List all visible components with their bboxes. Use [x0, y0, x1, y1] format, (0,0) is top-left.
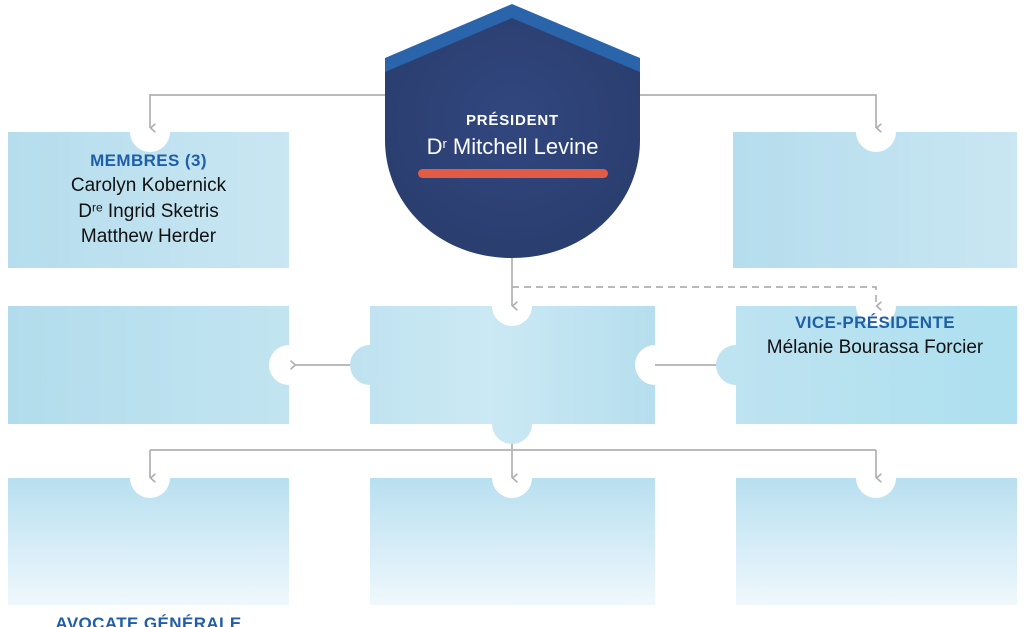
node-avocate-generale[interactable]: AVOCATE GÉNÉRALE Isabel Jaen Raasch	[8, 578, 289, 627]
node-president[interactable]: PRÉSIDENT Dr Mitchell Levine	[385, 4, 640, 260]
membres-name-3: Matthew Herder	[80, 226, 217, 248]
node-vice-presidente[interactable]: VICE-PRÉSIDENTE Mélanie Bourassa Forcier	[733, 268, 1017, 404]
box-shape-directeur-executif	[350, 306, 655, 444]
membres-name-2: Dre Ingrid Sketris	[78, 200, 219, 222]
membres-title: MEMBRES (3)	[90, 150, 207, 170]
president-name-prefix: D	[426, 134, 443, 159]
box-shape-directeur-principal	[736, 478, 1017, 605]
president-accent-bar	[418, 169, 608, 178]
box-shape-avocate-generale	[8, 306, 289, 424]
vice-presidente-title: VICE-PRÉSIDENTE	[795, 312, 955, 332]
connector-president-to-vice-presidente	[625, 94, 882, 133]
president-name-main: Mitchell Levine	[446, 134, 599, 159]
connector-president-to-membres	[149, 94, 400, 133]
node-membres[interactable]: MEMBRES (3) Carolyn Kobernick Dre Ingrid…	[8, 132, 289, 268]
vice-presidente-name: Mélanie Bourassa Forcier	[766, 336, 984, 358]
avocate-generale-title: AVOCATE GÉNÉRALE	[55, 613, 242, 627]
box-shape-directeur	[370, 478, 655, 605]
box-shape-vice-presidente	[733, 132, 1017, 268]
president-name: Dr Mitchell Levine	[385, 134, 640, 160]
membres-name-1: Carolyn Kobernick	[70, 175, 227, 197]
president-title: PRÉSIDENT	[465, 112, 560, 129]
